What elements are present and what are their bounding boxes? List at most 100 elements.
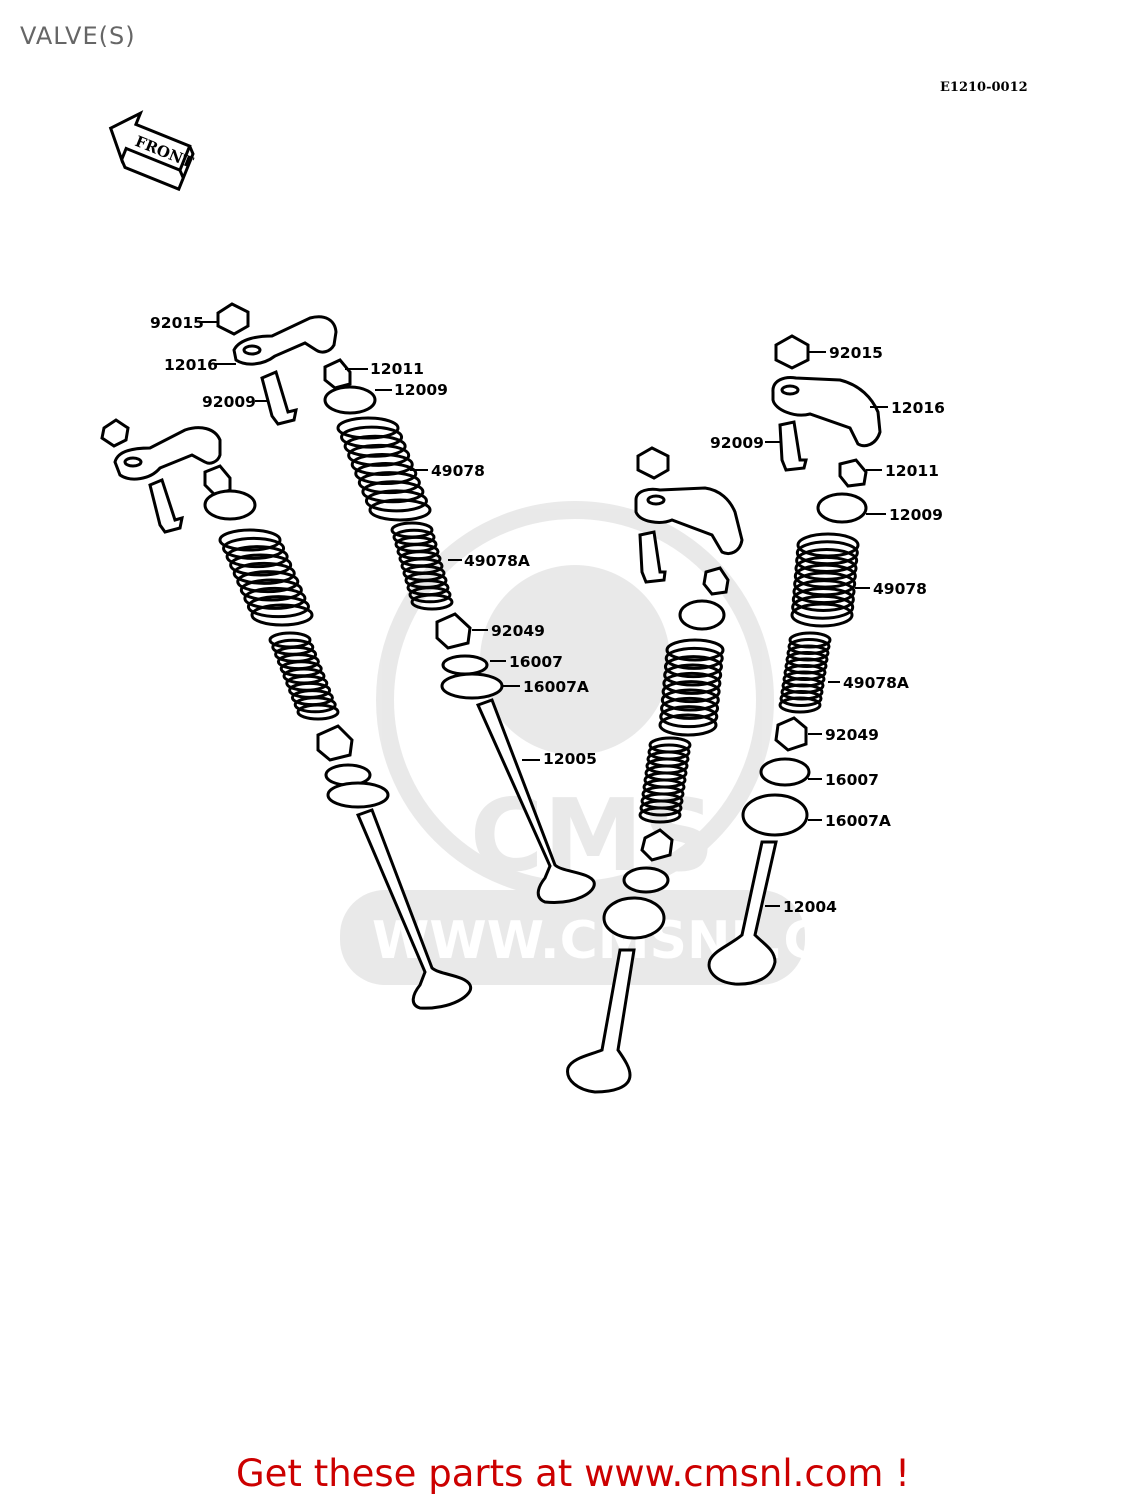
valve-seal-icon: [435, 612, 472, 650]
callout-16007-left: 16007: [509, 653, 563, 671]
outer-spring-icon: [218, 528, 314, 627]
callout-92015-right: 92015: [829, 344, 883, 362]
spring-coil: [218, 528, 282, 552]
callout-92049-left: 92049: [491, 622, 545, 640]
rocker-hole-icon: [646, 494, 666, 506]
callout-92009-right: 92009: [710, 434, 764, 452]
collet-icon: [323, 358, 352, 390]
adjuster-screw-icon: [260, 369, 298, 426]
spring-coil: [779, 690, 823, 707]
adjuster-screw-icon: [148, 477, 184, 534]
rocker-hole-icon: [780, 384, 800, 396]
spring-coil: [340, 425, 404, 449]
spring-seat-outer-icon: [326, 781, 390, 809]
rocker-arm-icon: [771, 376, 882, 448]
spring-coil: [663, 663, 723, 687]
spring-coil: [336, 416, 400, 440]
spring-coil: [222, 536, 286, 560]
spring-coil: [790, 602, 854, 628]
right-front-valve-assembly: [707, 334, 882, 986]
spring-coil: [410, 593, 454, 611]
callout-92015-left: 92015: [150, 314, 204, 332]
page-title: VALVE(S): [20, 22, 136, 50]
valve-icon: [566, 948, 636, 1094]
spring-coil: [791, 594, 855, 620]
spring-coil: [350, 452, 414, 476]
retainer-icon: [203, 489, 257, 521]
spring-coil: [296, 703, 340, 721]
nut-icon: [100, 418, 130, 448]
outer-spring-icon: [658, 638, 725, 737]
callout-16007-right: 16007: [825, 771, 879, 789]
spring-seat-icon: [441, 654, 489, 676]
callout-49078-right: 49078: [873, 580, 927, 598]
spring-coil: [243, 586, 307, 610]
spring-coil: [343, 434, 407, 458]
spring-coil: [229, 553, 293, 577]
spring-coil: [660, 696, 720, 720]
retainer-icon: [816, 492, 868, 524]
callout-12011-left: 12011: [370, 360, 424, 378]
spring-coil: [659, 705, 719, 729]
callout-12009-right: 12009: [889, 506, 943, 524]
inner-spring-icon: [268, 631, 340, 721]
right-rear-valve-assembly: [566, 446, 744, 1094]
spring-coil: [408, 586, 452, 604]
callout-leaders: [200, 321, 888, 907]
spring-coil: [364, 489, 428, 513]
valve-icon: [707, 840, 778, 986]
spring-coil: [354, 462, 418, 486]
spring-coil: [239, 578, 303, 602]
spring-coil: [232, 561, 296, 585]
rocker-arm-icon: [634, 486, 744, 555]
adjuster-screw-icon: [638, 530, 667, 584]
retainer-icon: [678, 599, 726, 631]
spring-coil: [660, 688, 720, 712]
callout-labels: 92015 12016 12011 92009 12009 49078 4907…: [150, 314, 945, 916]
valve-icon: [475, 698, 596, 904]
valve-seal-icon: [316, 724, 354, 762]
callout-16007a-right: 16007A: [825, 812, 891, 830]
spring-coil: [661, 680, 721, 704]
spring-coil: [639, 799, 683, 817]
left-front-valve-assembly: [216, 302, 596, 904]
outer-spring-icon: [790, 532, 860, 628]
callout-12005: 12005: [543, 750, 597, 768]
exploded-parts-diagram: CMS WWW.CMSNL.COM FRONT: [100, 110, 945, 1094]
adjuster-screw-icon: [778, 420, 808, 472]
spring-coil: [357, 471, 421, 495]
spring-coil: [368, 498, 432, 522]
callout-92049-right: 92049: [825, 726, 879, 744]
diagram-code: E1210-0012: [940, 80, 1028, 95]
rocker-hole-icon: [123, 456, 143, 468]
inner-spring-icon: [638, 736, 692, 824]
spring-coil: [665, 638, 725, 662]
collet-icon: [702, 566, 730, 596]
spring-coil: [663, 655, 723, 679]
valve-seal-icon: [640, 828, 674, 862]
spring-coil: [225, 545, 289, 569]
front-arrow-icon: FRONT: [108, 110, 197, 192]
spring-coil: [662, 671, 722, 695]
nut-icon: [216, 302, 250, 336]
collet-icon: [838, 458, 868, 488]
spring-coil: [791, 586, 855, 612]
retainer-icon: [323, 385, 377, 415]
spring-coil: [778, 696, 822, 714]
spring-seat-icon: [622, 866, 670, 894]
spring-coil: [246, 595, 310, 619]
spring-coil: [236, 570, 300, 594]
spring-coil: [361, 480, 425, 504]
spring-coil: [293, 696, 337, 714]
spring-coil: [638, 806, 682, 824]
callout-92009-left: 92009: [202, 393, 256, 411]
callout-12009-left: 12009: [394, 381, 448, 399]
callout-16007a-left: 16007A: [523, 678, 589, 696]
spring-seat-outer-icon: [440, 672, 504, 700]
callout-12016-left: 12016: [164, 356, 218, 374]
callout-12004: 12004: [783, 898, 837, 916]
spring-seat-outer-icon: [741, 793, 809, 837]
nut-icon: [774, 334, 810, 370]
callout-49078a-left: 49078A: [464, 552, 530, 570]
callout-49078a-right: 49078A: [843, 674, 909, 692]
